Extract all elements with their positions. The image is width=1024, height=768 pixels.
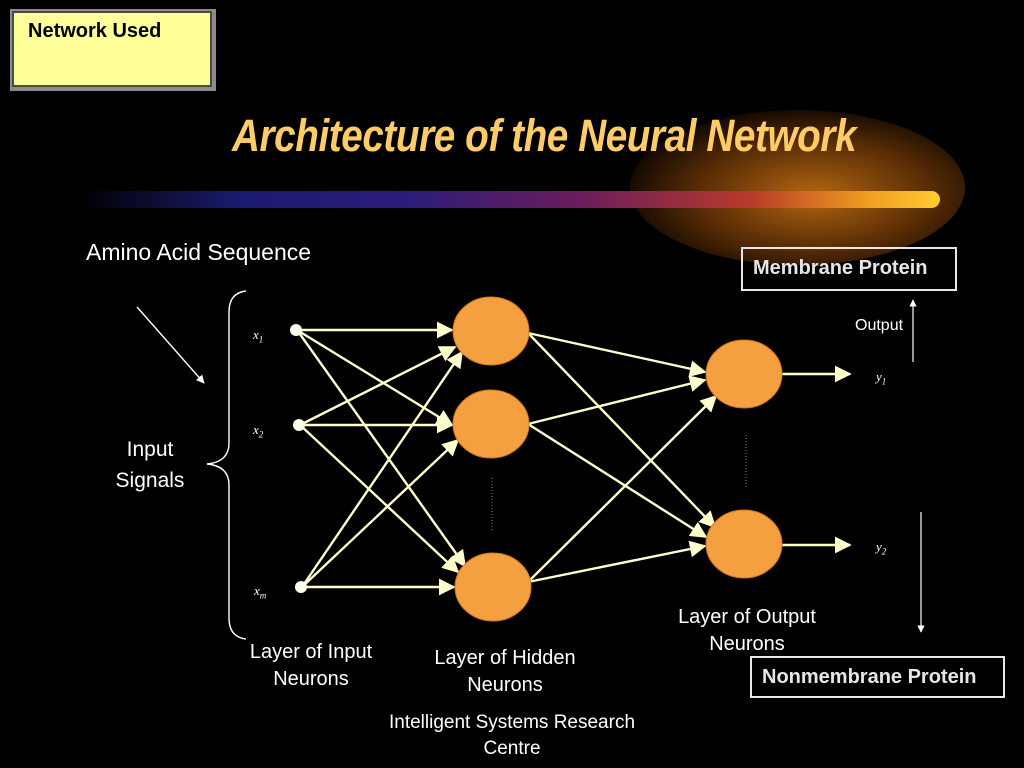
conn-h1-o1	[527, 331, 707, 377]
x2-label: x2	[253, 422, 264, 440]
conn-x2-h1	[299, 345, 457, 427]
input-node-x2	[293, 419, 305, 431]
footer-line2: Centre	[483, 738, 541, 759]
conn-h3-o2	[527, 540, 707, 584]
hidden-layer-line1: Layer of Hidden	[434, 647, 576, 669]
conn-xm-h2	[301, 438, 460, 588]
title-glow	[630, 110, 965, 265]
input-brace	[206, 290, 247, 640]
network-used-label: Network Used	[12, 11, 212, 87]
page-title: Architecture of the Neural Network	[232, 110, 857, 161]
footer-label: Intelligent Systems Research Centre	[362, 710, 662, 762]
output-neuron-1	[705, 339, 783, 409]
output-label: Output	[855, 317, 904, 334]
pointer-arrow	[136, 306, 205, 384]
hidden-neuron-1	[452, 296, 530, 366]
input-layer-line1: Layer of Input	[249, 641, 373, 663]
membrane-protein-box: Membrane Protein	[741, 247, 957, 291]
input-node-x1	[290, 324, 302, 336]
hidden-neuron-2	[452, 389, 530, 459]
gradient-bar	[80, 191, 940, 208]
conn-x1-h2	[296, 328, 454, 427]
hidden-layer-label: Layer of Hidden Neurons	[430, 645, 580, 699]
output-layer-label: Layer of Output Neurons	[672, 604, 822, 658]
input-signals-line2: Signals	[115, 469, 185, 492]
input-signals-label: Input Signals	[95, 434, 205, 496]
output-layer-line2: Neurons	[709, 633, 785, 655]
xm-label: xm	[254, 583, 267, 601]
conn-x1-h3	[296, 329, 466, 568]
conn-h2-o1	[527, 375, 707, 426]
y2-label: y2	[876, 539, 887, 557]
network-used-tag: Network Used	[10, 9, 216, 91]
input-signals-line1: Input	[126, 438, 174, 461]
y1-label: y1	[876, 369, 887, 387]
hidden-neuron-3	[454, 552, 532, 622]
conn-h3-o1	[527, 394, 718, 583]
x1-label: x1	[253, 327, 264, 345]
nonmembrane-protein-box: Nonmembrane Protein	[750, 656, 1005, 698]
input-node-xm	[295, 581, 307, 593]
footer-line1: Intelligent Systems Research	[388, 712, 636, 733]
amino-acid-label: Amino Acid Sequence	[86, 239, 312, 265]
input-layer-line2: Neurons	[273, 668, 349, 690]
hidden-layer-line2: Neurons	[467, 674, 543, 696]
conn-x2-h3	[299, 424, 460, 574]
conn-h2-o2	[527, 422, 708, 539]
conn-h1-o2	[527, 332, 717, 529]
output-neuron-2	[705, 509, 783, 579]
input-layer-label: Layer of Input Neurons	[245, 639, 377, 693]
conn-xm-h1	[301, 350, 463, 588]
output-layer-line1: Layer of Output	[678, 606, 816, 628]
